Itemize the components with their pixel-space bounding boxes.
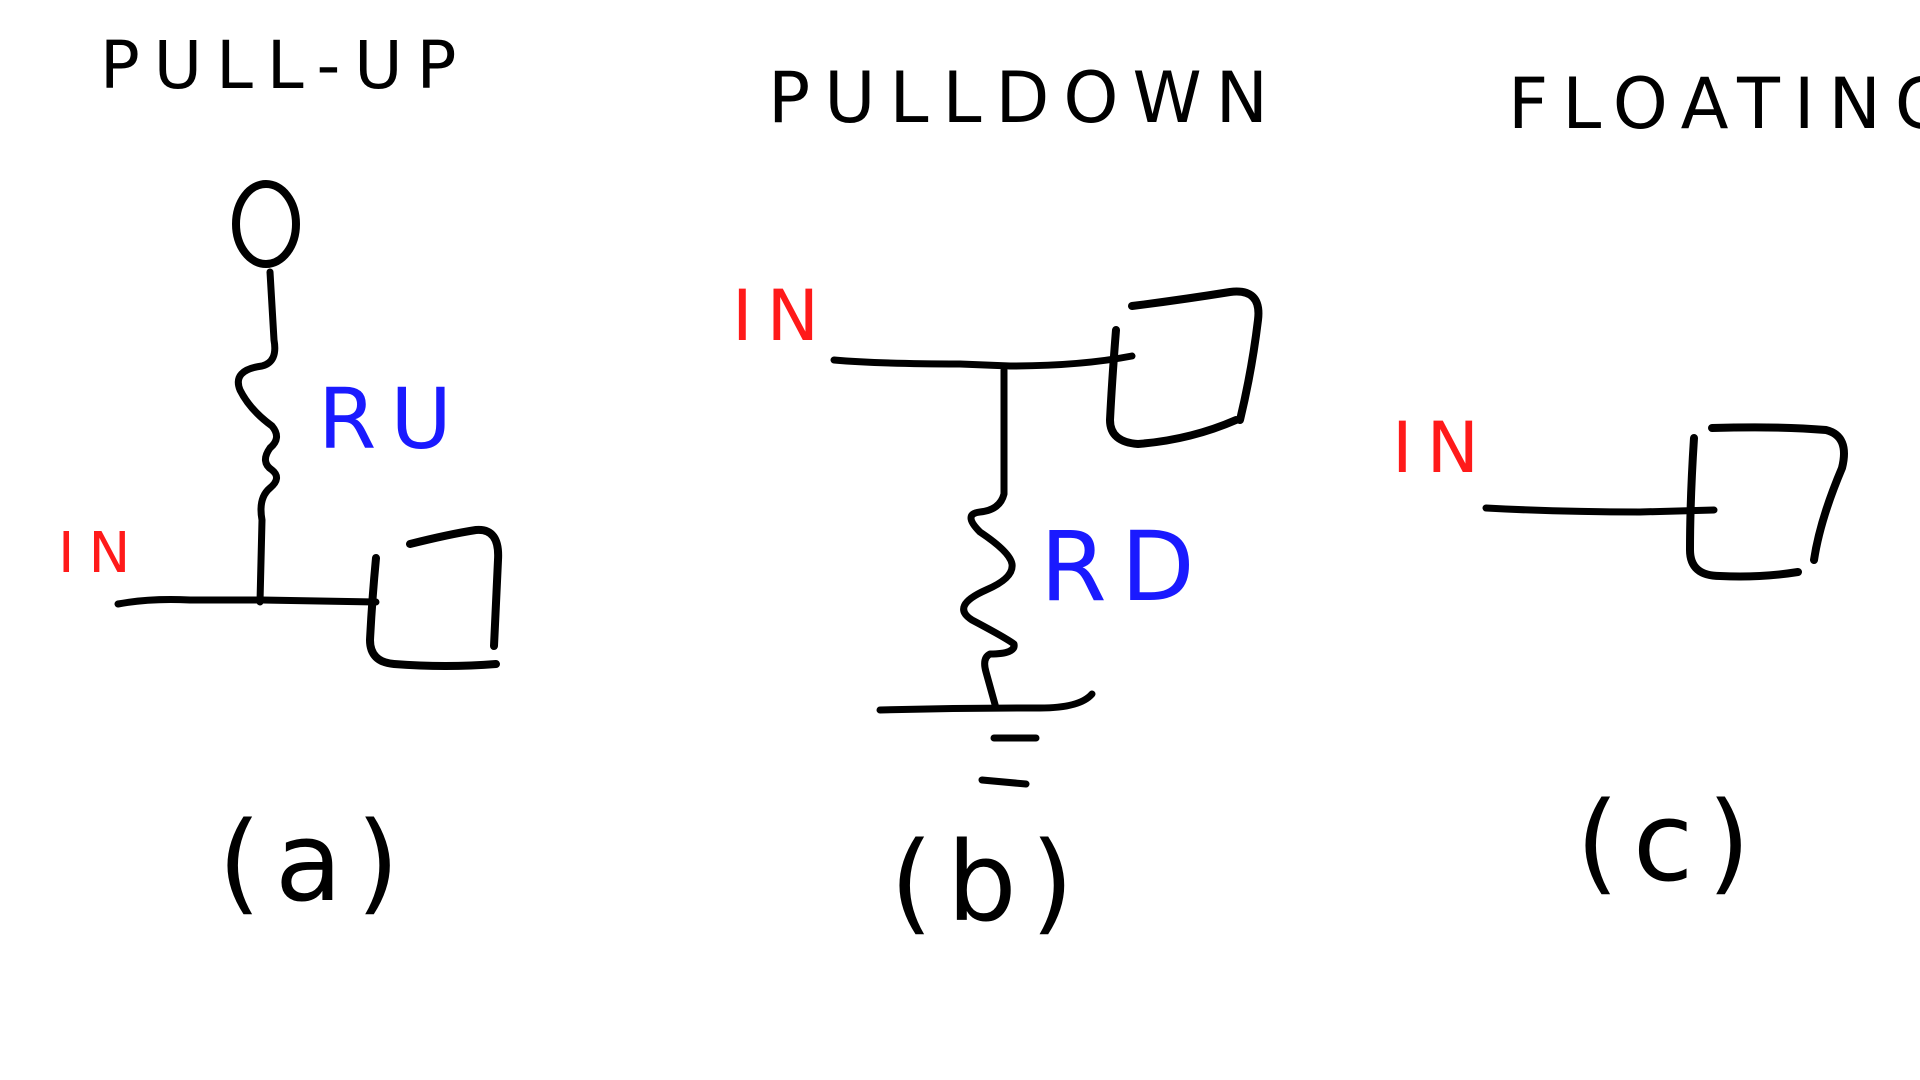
panel-pull-up: PULL-UP IN RU (a) [58, 27, 503, 926]
input-label: IN [732, 275, 833, 357]
ground-symbol-line-1 [876, 690, 1096, 714]
vcc-terminal [232, 180, 300, 268]
panel-pull-down: PULLDOWN IN RD (b) [732, 57, 1282, 946]
logic-gate-top [1128, 287, 1263, 424]
panel-title: PULL-UP [100, 27, 470, 104]
logic-gate [1686, 434, 1802, 581]
resistor-label: RU [318, 370, 466, 468]
input-wire [830, 352, 1136, 370]
input-wire [114, 596, 380, 608]
input-label: IN [1392, 407, 1493, 489]
pull-up-resistor [234, 268, 280, 606]
input-wire [1482, 504, 1718, 516]
logic-gate [366, 554, 500, 670]
panel-caption: (a) [218, 798, 413, 926]
logic-gate [1106, 326, 1240, 448]
input-label: IN [58, 521, 144, 586]
logic-gate-top [1708, 423, 1848, 564]
logic-gate-top [406, 525, 503, 650]
panel-caption: (c) [1576, 778, 1764, 906]
ground-symbol-line-3 [978, 776, 1030, 788]
pull-down-resistor [960, 366, 1018, 712]
panel-floating: FLOATING IN (c) [1392, 63, 1920, 906]
panel-caption: (b) [890, 818, 1088, 946]
resistor-label: RD [1040, 511, 1209, 623]
panel-title: PULLDOWN [768, 57, 1282, 139]
panel-title: FLOATING [1508, 63, 1920, 145]
